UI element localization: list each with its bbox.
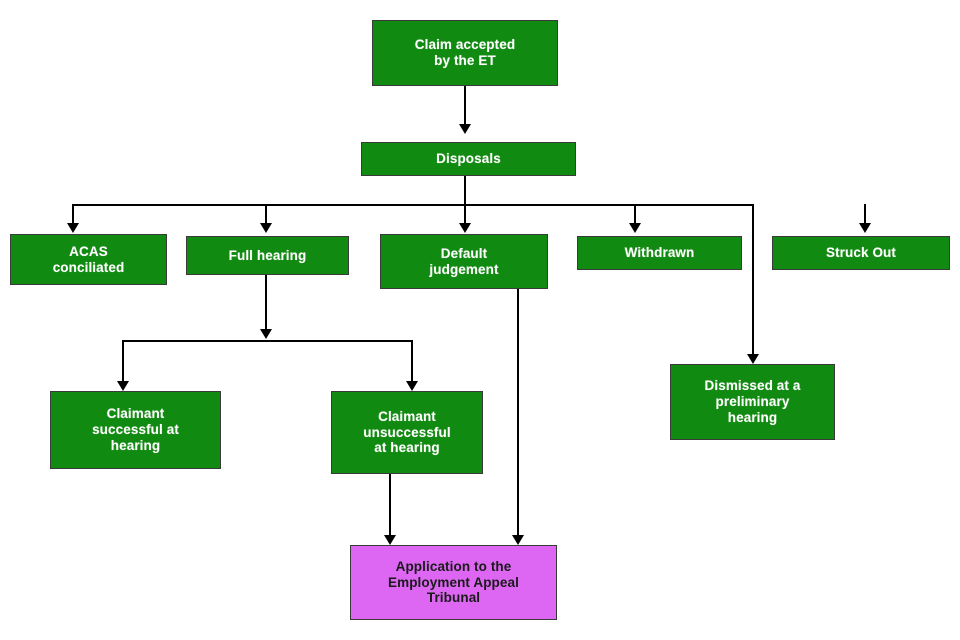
arrowhead-claimant-unsuccessful: [406, 381, 418, 391]
arrowhead-withdrawn: [629, 223, 641, 233]
edge-bus-to-dismissed-preliminary: [752, 204, 754, 356]
node-withdrawn[interactable]: Withdrawn: [577, 236, 742, 270]
edge-disposals-bus: [72, 204, 754, 206]
edge-bus-to-claimant-unsuccessful: [411, 340, 413, 382]
edge-unsuccessful-to-appeal: [389, 474, 391, 536]
arrowhead-dismissed-preliminary: [747, 354, 759, 364]
node-full-hearing-label: Full hearing: [228, 247, 307, 263]
edge-bus-to-withdrawn: [634, 204, 636, 224]
edge-default-judgement-to-appeal: [517, 289, 519, 536]
edge-full-hearing-bus: [122, 340, 412, 342]
edge-disposals-trunk: [464, 176, 466, 205]
node-full-hearing[interactable]: Full hearing: [186, 236, 349, 275]
node-struck-out-label: Struck Out: [825, 245, 896, 261]
edge-claim-to-disposals: [464, 86, 466, 126]
node-disposals[interactable]: Disposals: [361, 142, 576, 176]
arrowhead-appeal-left: [384, 535, 396, 545]
arrowhead-appeal-right: [512, 535, 524, 545]
arrowhead-full-hearing-bus: [260, 329, 272, 339]
edge-bus-to-claimant-successful: [122, 340, 124, 382]
edge-bus-to-acas: [72, 204, 74, 224]
edge-bus-to-default-judgement: [464, 204, 466, 224]
arrowhead-struck-out: [859, 223, 871, 233]
arrowhead-full-hearing: [260, 223, 272, 233]
arrowhead-default-judgement: [459, 223, 471, 233]
edge-full-hearing-trunk: [265, 275, 267, 330]
edge-bus-to-struck-out: [864, 204, 866, 224]
node-struck-out[interactable]: Struck Out: [772, 236, 950, 270]
arrowhead-acas: [67, 223, 79, 233]
arrowhead-disposals: [459, 124, 471, 134]
arrowhead-claimant-successful: [117, 381, 129, 391]
edge-bus-to-full-hearing: [265, 204, 267, 224]
node-withdrawn-label: Withdrawn: [624, 245, 695, 261]
node-disposals-label: Disposals: [436, 151, 501, 167]
